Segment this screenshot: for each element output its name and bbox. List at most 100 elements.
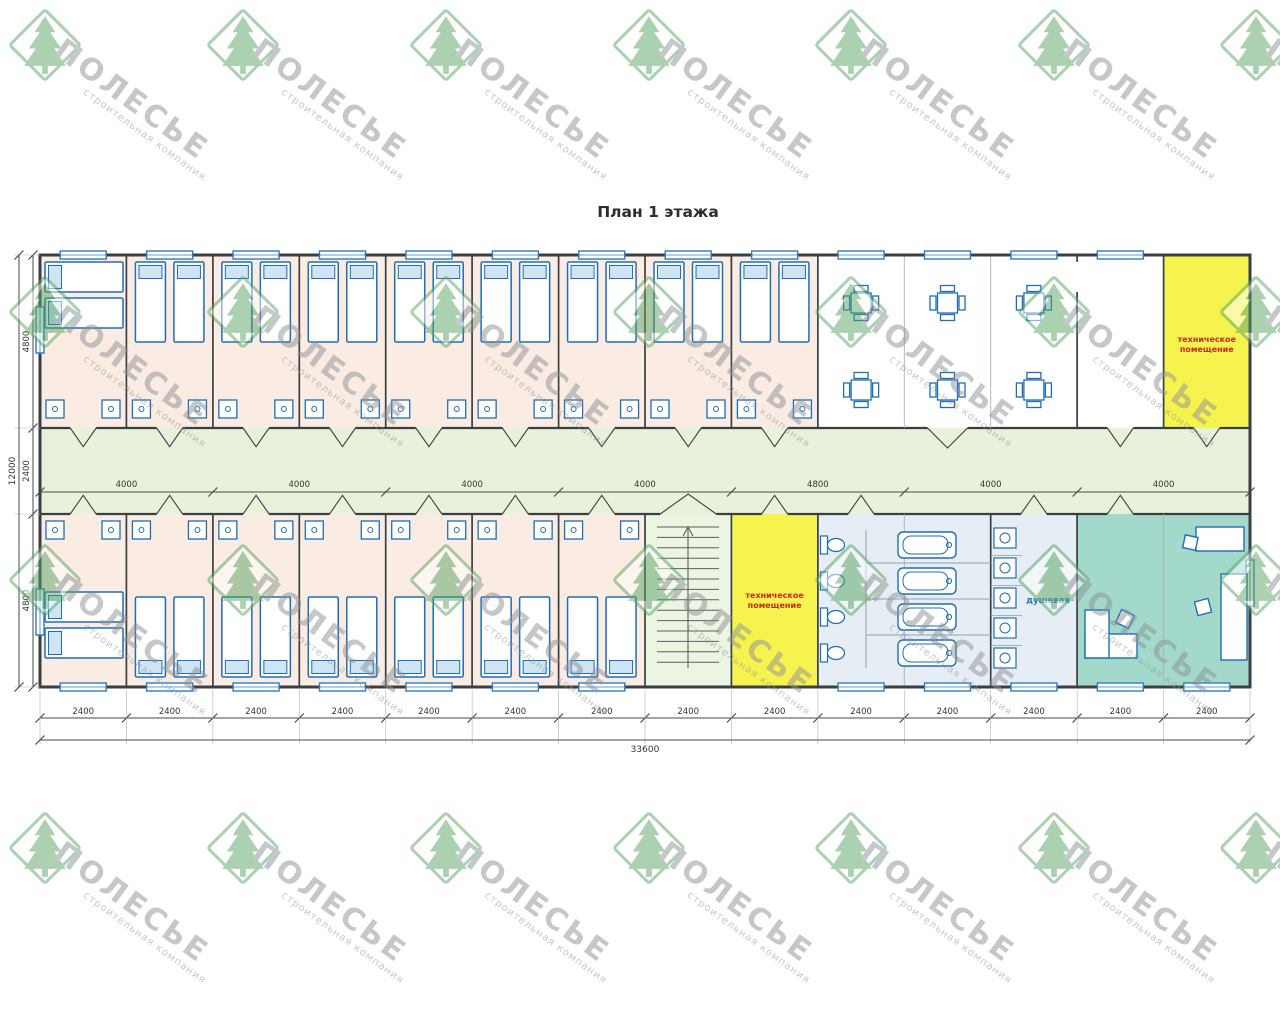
nightstand-icon	[650, 399, 670, 419]
dining-table-icon	[929, 371, 966, 409]
knob-icon	[626, 406, 633, 412]
bed-icon	[44, 627, 124, 659]
dimension-label: 2400	[22, 460, 32, 482]
pillow-icon	[397, 660, 422, 674]
nightstand-icon	[218, 399, 238, 419]
dim-tick	[726, 487, 737, 497]
knob-icon	[367, 406, 374, 412]
nightstand-icon	[304, 399, 324, 419]
door-swing	[927, 427, 968, 449]
door-swing	[588, 494, 616, 515]
door-opening	[660, 514, 717, 517]
toilet-icon	[819, 571, 829, 591]
dimension-label: 4000	[634, 480, 656, 490]
door-opening	[70, 425, 97, 428]
nightstand-icon	[533, 399, 553, 419]
door-opening	[329, 428, 356, 431]
table-part	[853, 313, 869, 322]
door-swing	[761, 427, 789, 448]
pillow-icon	[224, 660, 249, 674]
door-swing	[1106, 427, 1134, 448]
nightstand-icon	[360, 520, 380, 540]
door-opening	[1107, 425, 1134, 428]
door-opening	[588, 511, 615, 514]
bedrooms-bottom-floor	[40, 514, 645, 687]
table-part	[1026, 284, 1042, 293]
knob-icon	[311, 527, 318, 533]
tech-room-bottom-label: помещение	[748, 601, 802, 610]
table-part	[929, 382, 937, 398]
shower-tray-icon	[993, 617, 1017, 639]
watermark-text: ПОЛЕСЬЕ строительная компания	[42, 835, 227, 986]
dimension-label: 4800	[807, 480, 829, 490]
watermark-text: ПОЛЕСЬЕ строительная компания	[240, 835, 425, 986]
desk	[1220, 573, 1248, 661]
door-opening	[156, 514, 183, 517]
dim-tick	[1072, 487, 1083, 497]
door-opening	[660, 511, 717, 514]
door-swing	[329, 494, 356, 515]
knob-icon	[484, 406, 491, 412]
toilet-bowl	[826, 645, 846, 661]
dining-table-icon	[842, 371, 880, 409]
door-opening	[70, 514, 97, 517]
pillow-icon	[263, 265, 288, 279]
dimension-label: 2400	[245, 707, 267, 717]
table-part	[1044, 295, 1053, 311]
pillow-icon	[484, 265, 509, 279]
table-part	[853, 371, 869, 380]
table-part	[1023, 379, 1045, 401]
tech-room-top-label: помещение	[1180, 345, 1234, 354]
dim-tick	[207, 487, 218, 497]
pillow-icon	[224, 265, 249, 279]
dim-tick	[14, 682, 24, 692]
shower-drain-icon	[999, 532, 1011, 544]
dimension-label: 2400	[677, 707, 699, 717]
watermark-tagline: строительная компания	[278, 889, 406, 987]
pillow-icon	[311, 265, 336, 279]
door-opening	[415, 511, 442, 514]
dimension-label: 2400	[1196, 707, 1218, 717]
dimension-label: 4000	[1153, 480, 1175, 490]
dimension-label: 2400	[937, 707, 959, 717]
shower-tray-icon	[993, 527, 1017, 549]
shower-drain-icon	[999, 652, 1011, 664]
nightstand-icon	[131, 399, 152, 419]
nightstand-icon	[304, 520, 324, 540]
door-swing	[501, 494, 529, 515]
drain-icon	[945, 649, 953, 657]
bed-icon	[307, 261, 340, 343]
knob-icon	[311, 406, 318, 412]
door-opening	[502, 511, 529, 514]
pillow-icon	[695, 265, 720, 279]
drain-icon	[945, 613, 953, 621]
dim-tick	[899, 487, 910, 497]
door-opening	[1193, 425, 1220, 428]
knob-icon	[570, 527, 577, 533]
door-swing	[761, 494, 789, 515]
shower-drain-icon	[999, 592, 1011, 604]
watermark-text: ПОЛЕСЬЕ строительная компания	[1051, 835, 1236, 986]
door-opening	[1020, 514, 1047, 517]
door-opening	[761, 511, 788, 514]
dim-tick	[14, 250, 24, 260]
door-opening	[848, 514, 875, 517]
pillow-icon	[436, 660, 461, 674]
dim-tick	[553, 487, 564, 497]
table-part	[939, 284, 956, 293]
knob-icon	[484, 527, 491, 533]
pillow-icon	[176, 265, 201, 279]
nightstand-icon	[447, 399, 467, 419]
door-swing	[1193, 427, 1221, 448]
watermark-tagline: строительная компания	[80, 889, 208, 987]
nightstand-icon	[218, 520, 238, 540]
knob-icon	[540, 406, 547, 412]
door-opening	[70, 511, 97, 514]
watermark-tagline: строительная компания	[684, 889, 812, 987]
knob-icon	[799, 406, 806, 412]
tech-room-top-label: техническое	[1178, 335, 1237, 344]
table-part	[842, 295, 851, 311]
toilet-icon	[819, 535, 829, 555]
door-swing	[156, 494, 184, 515]
nightstand-icon	[391, 399, 411, 419]
